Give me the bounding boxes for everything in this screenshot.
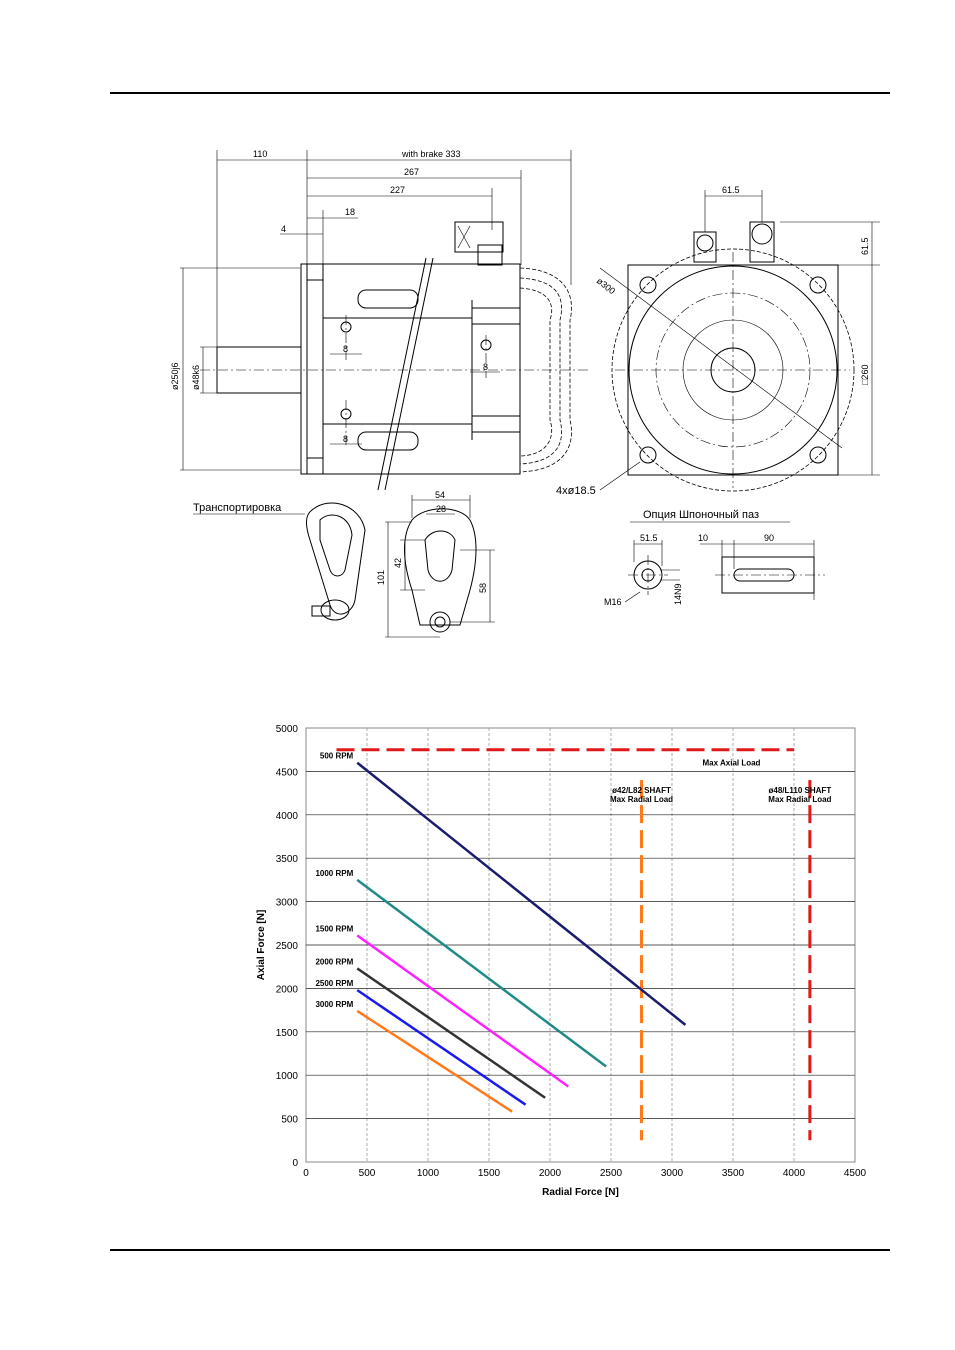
dim-267: 267 xyxy=(404,167,419,177)
dim-42: 42 xyxy=(393,558,403,568)
series-label: 500 RPM xyxy=(320,752,354,761)
dim-260: □260 xyxy=(860,365,870,385)
load-chart: 0 500 1000 1500 2000 2500 3000 3500 4000 4500 0 500… xyxy=(256,724,867,1198)
series-line xyxy=(356,967,546,1099)
transport-detail: Транспортировка 54 28 101 42 58 xyxy=(193,490,495,638)
dim-48k6: ø48k6 xyxy=(191,365,201,390)
x-tick-label: 500 xyxy=(359,1168,376,1179)
chart-ticks: 0 500 1000 1500 2000 2500 3000 3500 4000 4500 0 500… xyxy=(276,724,867,1179)
motor-drawing: 110 with brake 333 267 227 18 4 8 xyxy=(170,149,880,638)
series-line xyxy=(356,1009,513,1113)
dim-8-b: 8 xyxy=(483,362,488,372)
x-tick-label: 3500 xyxy=(722,1168,745,1179)
dim-14n9: 14N9 xyxy=(673,583,683,605)
dim-m16: M16 xyxy=(604,597,622,607)
front-view: ø300 4xø18.5 61.5 61.5 □260 xyxy=(556,185,880,497)
dim-holes: 4xø18.5 xyxy=(556,485,596,497)
side-view: 110 with brake 333 267 227 18 4 8 xyxy=(170,149,590,491)
y-tick-label: 4000 xyxy=(276,811,299,822)
y-tick-label: 3500 xyxy=(276,854,299,865)
dim-18: 18 xyxy=(345,207,355,217)
dim-61-5-top: 61.5 xyxy=(722,185,740,195)
transport-label: Транспортировка xyxy=(193,502,282,514)
y-axis-label: Axial Force [N] xyxy=(256,910,267,981)
y-tick-label: 500 xyxy=(281,1115,298,1126)
dim-4: 4 xyxy=(281,224,286,234)
dim-250j6: ø250j6 xyxy=(170,362,180,390)
dim-227: 227 xyxy=(390,185,405,195)
chart-grid xyxy=(305,727,856,1163)
shaft48-label-line2: Max Radial Load xyxy=(768,795,831,804)
x-tick-label: 1500 xyxy=(478,1168,501,1179)
x-tick-label: 3000 xyxy=(661,1168,684,1179)
y-tick-label: 2000 xyxy=(276,984,299,995)
shaft42-label-line2: Max Radial Load xyxy=(610,795,673,804)
dim-90: 90 xyxy=(764,533,774,543)
dim-with-brake: with brake 333 xyxy=(401,149,461,159)
x-axis-label: Radial Force [N] xyxy=(542,1187,619,1198)
y-tick-label: 3000 xyxy=(276,898,299,909)
y-tick-label: 0 xyxy=(292,1158,298,1169)
y-tick-label: 2500 xyxy=(276,941,299,952)
series-label: 3000 RPM xyxy=(315,1000,353,1009)
dim-8-a: 8 xyxy=(343,344,348,354)
key-option-label: Опция Шпоночный паз xyxy=(643,509,759,521)
max-axial-load-label: Max Axial Load xyxy=(703,759,761,768)
dim-101: 101 xyxy=(376,570,386,585)
chart-series: 500 RPM 1000 RPM 1500 RPM 2000 RPM 2500 RPM 3… xyxy=(315,752,687,1113)
header-rule xyxy=(110,92,890,94)
y-tick-label: 4500 xyxy=(276,767,299,778)
shaft48-label-line1: ø48/L110 SHAFT xyxy=(769,786,832,795)
dim-300: ø300 xyxy=(595,276,617,297)
shaft42-label-line1: ø42/L82 SHAFT xyxy=(612,786,671,795)
series-line xyxy=(356,761,687,1026)
x-tick-label: 0 xyxy=(303,1168,309,1179)
dim-110: 110 xyxy=(253,149,267,159)
footer-rule xyxy=(110,1249,890,1251)
chart-limits xyxy=(336,748,812,1141)
x-tick-label: 4000 xyxy=(783,1168,806,1179)
series-label: 1500 RPM xyxy=(315,924,353,933)
y-tick-label: 1000 xyxy=(276,1071,299,1082)
y-tick-label: 5000 xyxy=(276,724,299,735)
x-tick-label: 2500 xyxy=(600,1168,623,1179)
dim-51-5: 51.5 xyxy=(640,533,658,543)
key-option-detail: Опция Шпоночный паз 51.5 M16 14N9 10 90 xyxy=(604,509,825,607)
series-line xyxy=(356,878,607,1068)
series-line xyxy=(356,934,570,1088)
x-tick-label: 4500 xyxy=(844,1168,867,1179)
series-label: 2000 RPM xyxy=(315,957,353,966)
series-label: 1000 RPM xyxy=(315,869,353,878)
dim-54: 54 xyxy=(435,490,445,500)
dim-10: 10 xyxy=(698,533,708,543)
series-label: 2500 RPM xyxy=(315,979,353,988)
series-line xyxy=(356,989,527,1106)
dim-8-c: 8 xyxy=(343,434,348,444)
dim-58: 58 xyxy=(478,583,488,593)
y-tick-label: 1500 xyxy=(276,1028,299,1039)
dim-61-5-side: 61.5 xyxy=(860,237,870,255)
x-tick-label: 1000 xyxy=(417,1168,440,1179)
x-tick-label: 2000 xyxy=(539,1168,562,1179)
dim-28: 28 xyxy=(436,504,446,514)
